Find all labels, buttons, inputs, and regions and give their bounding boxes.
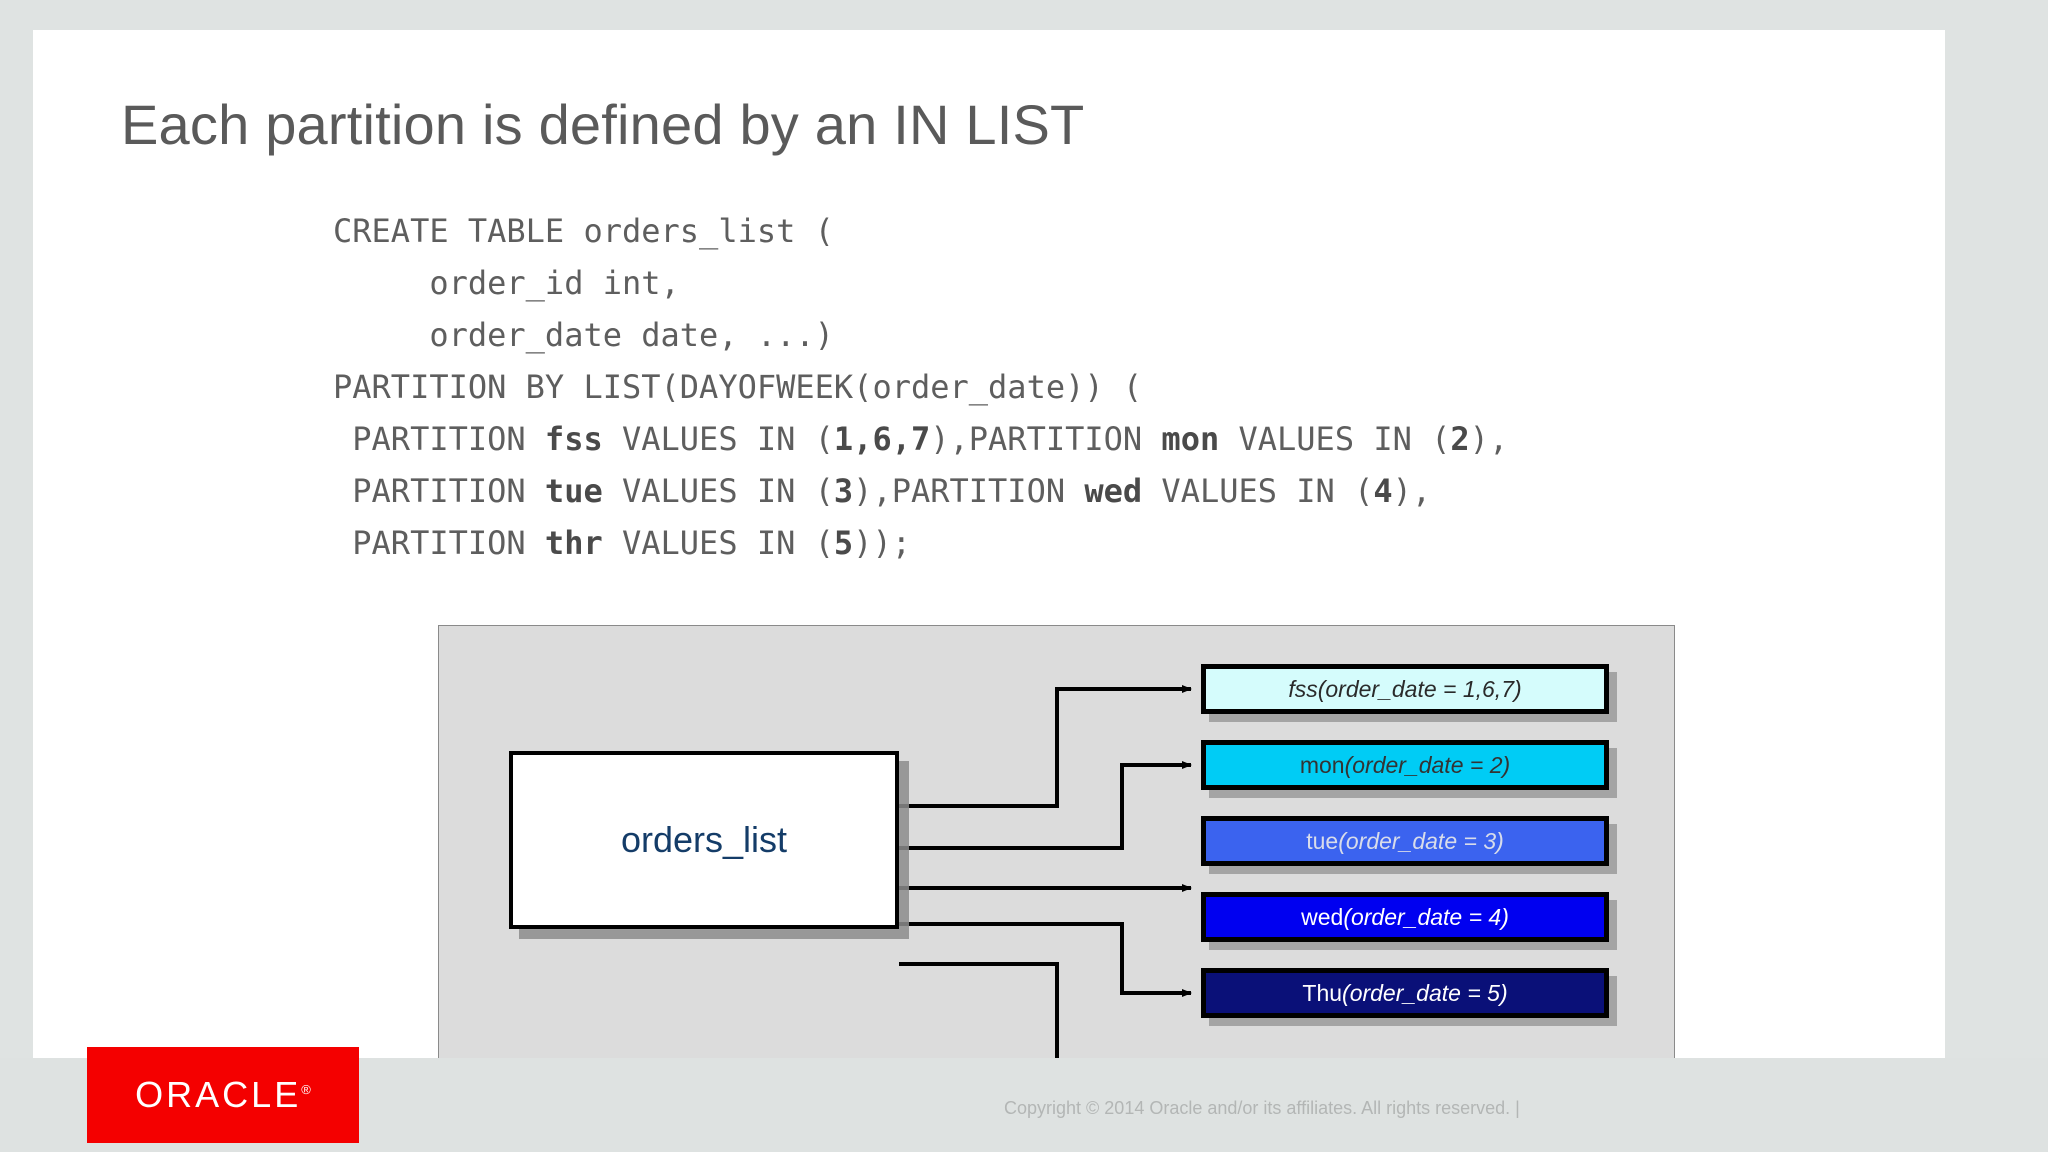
code-token-bold: 5 bbox=[833, 524, 854, 562]
code-token-bold: 2 bbox=[1450, 420, 1470, 458]
sql-code-block: CREATE TABLE orders_list ( order_id int,… bbox=[333, 205, 1508, 569]
code-token-bold: 4 bbox=[1373, 472, 1393, 510]
code-line: PARTITION tue VALUES IN (3),PARTITION we… bbox=[333, 465, 1508, 517]
code-token: VALUES IN ( bbox=[1219, 420, 1451, 458]
code-token: VALUES IN ( bbox=[1142, 472, 1374, 510]
partition-condition-tue: (order_date = 3) bbox=[1338, 827, 1504, 854]
partition-diagram: orders_list fss(order_date = 1,6,7) mon(… bbox=[438, 625, 1675, 1059]
partition-condition-thu: (order_date = 5) bbox=[1342, 979, 1508, 1006]
code-line: PARTITION BY LIST(DAYOFWEEK(order_date))… bbox=[333, 361, 1508, 413]
code-token: VALUES IN ( bbox=[602, 524, 834, 562]
partition-name-wed: wed bbox=[1301, 903, 1344, 930]
code-token-bold: tue bbox=[544, 472, 603, 510]
code-token: order_date date, ...) bbox=[333, 316, 834, 354]
code-token: PARTITION BY LIST(DAYOFWEEK(order_date))… bbox=[333, 368, 1143, 406]
partition-name-fss: fss bbox=[1288, 675, 1318, 702]
oracle-logo: ORACLE® bbox=[87, 1047, 359, 1143]
code-line: order_date date, ...) bbox=[333, 309, 1508, 361]
code-token-bold: 3 bbox=[833, 472, 854, 510]
partition-box-wed[interactable]: wed(order_date = 4) bbox=[1201, 892, 1609, 942]
partition-box-mon[interactable]: mon(order_date = 2) bbox=[1201, 740, 1609, 790]
code-token-bold: wed bbox=[1084, 472, 1143, 510]
code-token: order_id int, bbox=[333, 264, 680, 302]
partition-condition-mon: (order_date = 2) bbox=[1344, 751, 1511, 778]
partition-box-fss[interactable]: fss(order_date = 1,6,7) bbox=[1201, 664, 1609, 714]
partition-name-thu: Thu bbox=[1302, 979, 1343, 1006]
partition-box-tue[interactable]: tue(order_date = 3) bbox=[1201, 816, 1609, 866]
code-token: PARTITION bbox=[333, 472, 545, 510]
code-token: ),PARTITION bbox=[853, 472, 1085, 510]
source-table-label: orders_list bbox=[620, 819, 788, 860]
code-line: PARTITION fss VALUES IN (1,6,7),PARTITIO… bbox=[333, 413, 1508, 465]
code-token: PARTITION bbox=[333, 420, 545, 458]
registered-mark-icon: ® bbox=[301, 1082, 311, 1097]
code-token: PARTITION bbox=[333, 524, 545, 562]
code-token-bold: thr bbox=[544, 524, 603, 562]
page-title: Each partition is defined by an IN LIST bbox=[121, 93, 1085, 156]
copyright-text: Copyright © 2014 Oracle and/or its affil… bbox=[1004, 1098, 1520, 1118]
code-token-bold: mon bbox=[1161, 420, 1220, 458]
slide-canvas: Each partition is defined by an IN LIST … bbox=[33, 30, 1945, 1059]
code-token: ), bbox=[1392, 472, 1432, 510]
code-token: VALUES IN ( bbox=[602, 420, 834, 458]
code-token-bold: 1,6,7 bbox=[833, 420, 931, 458]
code-line: PARTITION thr VALUES IN (5)); bbox=[333, 517, 1508, 569]
code-token: ), bbox=[1469, 420, 1509, 458]
partition-box-thu[interactable]: Thu(order_date = 5) bbox=[1201, 968, 1609, 1018]
partition-condition-fss: (order_date = 1,6,7) bbox=[1317, 675, 1522, 702]
code-line: order_id int, bbox=[333, 257, 1508, 309]
code-token: ),PARTITION bbox=[930, 420, 1162, 458]
code-token-bold: fss bbox=[544, 420, 603, 458]
code-line: CREATE TABLE orders_list ( bbox=[333, 205, 1508, 257]
partition-name-mon: mon bbox=[1299, 751, 1345, 778]
source-table-box[interactable]: orders_list bbox=[509, 751, 899, 929]
code-token: VALUES IN ( bbox=[602, 472, 834, 510]
oracle-wordmark: ORACLE bbox=[135, 1074, 302, 1115]
partition-name-tue: tue bbox=[1306, 827, 1339, 854]
code-token: )); bbox=[853, 524, 911, 562]
partition-condition-wed: (order_date = 4) bbox=[1343, 903, 1509, 930]
code-token: CREATE TABLE orders_list ( bbox=[333, 212, 834, 250]
